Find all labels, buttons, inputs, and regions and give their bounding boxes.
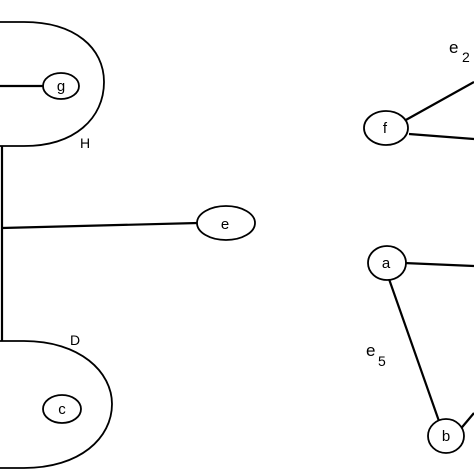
cluster-h-outline [0,21,105,147]
edge-f-lower [408,132,474,141]
node-b-shape [427,418,465,454]
node-a-label: a [382,255,391,272]
node-g-shape [42,72,80,100]
edge-label-e5-sub: 5 [378,353,386,369]
edge-label-e2-sub: 2 [462,49,470,65]
edge-label-e2: e 2 [449,38,470,65]
edge-f-upper [403,81,474,122]
node-f-label: f [383,120,388,137]
node-f: f [363,110,409,146]
edge-to-e [1,221,199,230]
node-a: a [367,245,407,281]
node-a-shape [367,245,407,281]
node-e: e [196,205,256,241]
edge-label-e5-base: e [366,341,375,360]
edge-a-right [403,261,474,268]
node-e-label: e [221,216,229,233]
node-e-shape [196,205,256,241]
node-b-label: b [442,428,450,445]
cluster-d-label: D [70,332,80,348]
node-g: g [42,72,80,100]
node-g-label: g [57,78,65,95]
edge-label-e2-base: e [449,38,458,57]
node-c-shape [42,394,82,424]
node-c-label: c [58,401,66,418]
edge-a-b [387,278,442,425]
node-f-shape [363,110,409,146]
cluster-d-outline [0,340,113,469]
cluster-h-label: H [80,135,90,151]
node-b: b [427,418,465,454]
edge-label-e5: e 5 [366,341,386,369]
node-c: c [42,394,82,424]
